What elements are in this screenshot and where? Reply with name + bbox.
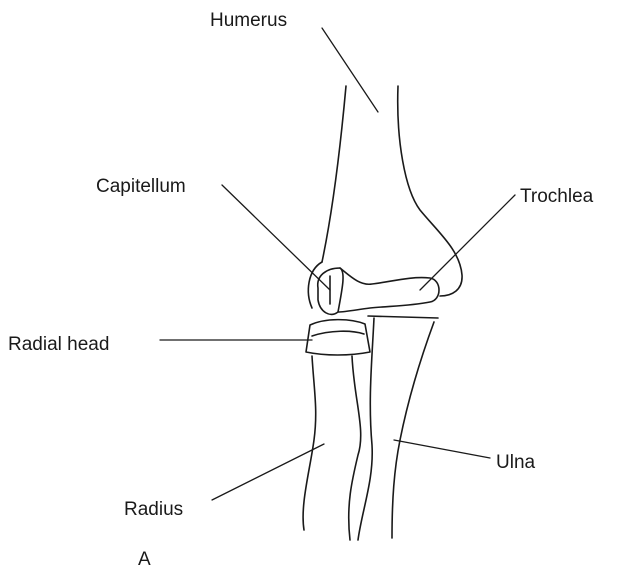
humerus-leader-line <box>322 28 378 112</box>
capitellum-shape <box>318 268 343 314</box>
radius-leader-line <box>212 444 324 500</box>
humerus-label: Humerus <box>210 10 287 31</box>
ulna-leader-line <box>394 440 490 458</box>
radial-head-label: Radial head <box>8 334 109 355</box>
ulna-label: Ulna <box>496 452 536 473</box>
trochlea-shape <box>338 268 439 318</box>
radius-label: Radius <box>124 499 183 520</box>
panel-letter: A <box>138 549 151 569</box>
humerus-outline <box>308 86 462 308</box>
radius-shaft <box>303 356 361 540</box>
trochlea-label: Trochlea <box>520 186 594 207</box>
capitellum-leader-line <box>222 185 330 290</box>
capitellum-label: Capitellum <box>96 176 186 197</box>
radial-head-shape <box>306 320 370 355</box>
trochlea-leader-line <box>420 195 515 290</box>
